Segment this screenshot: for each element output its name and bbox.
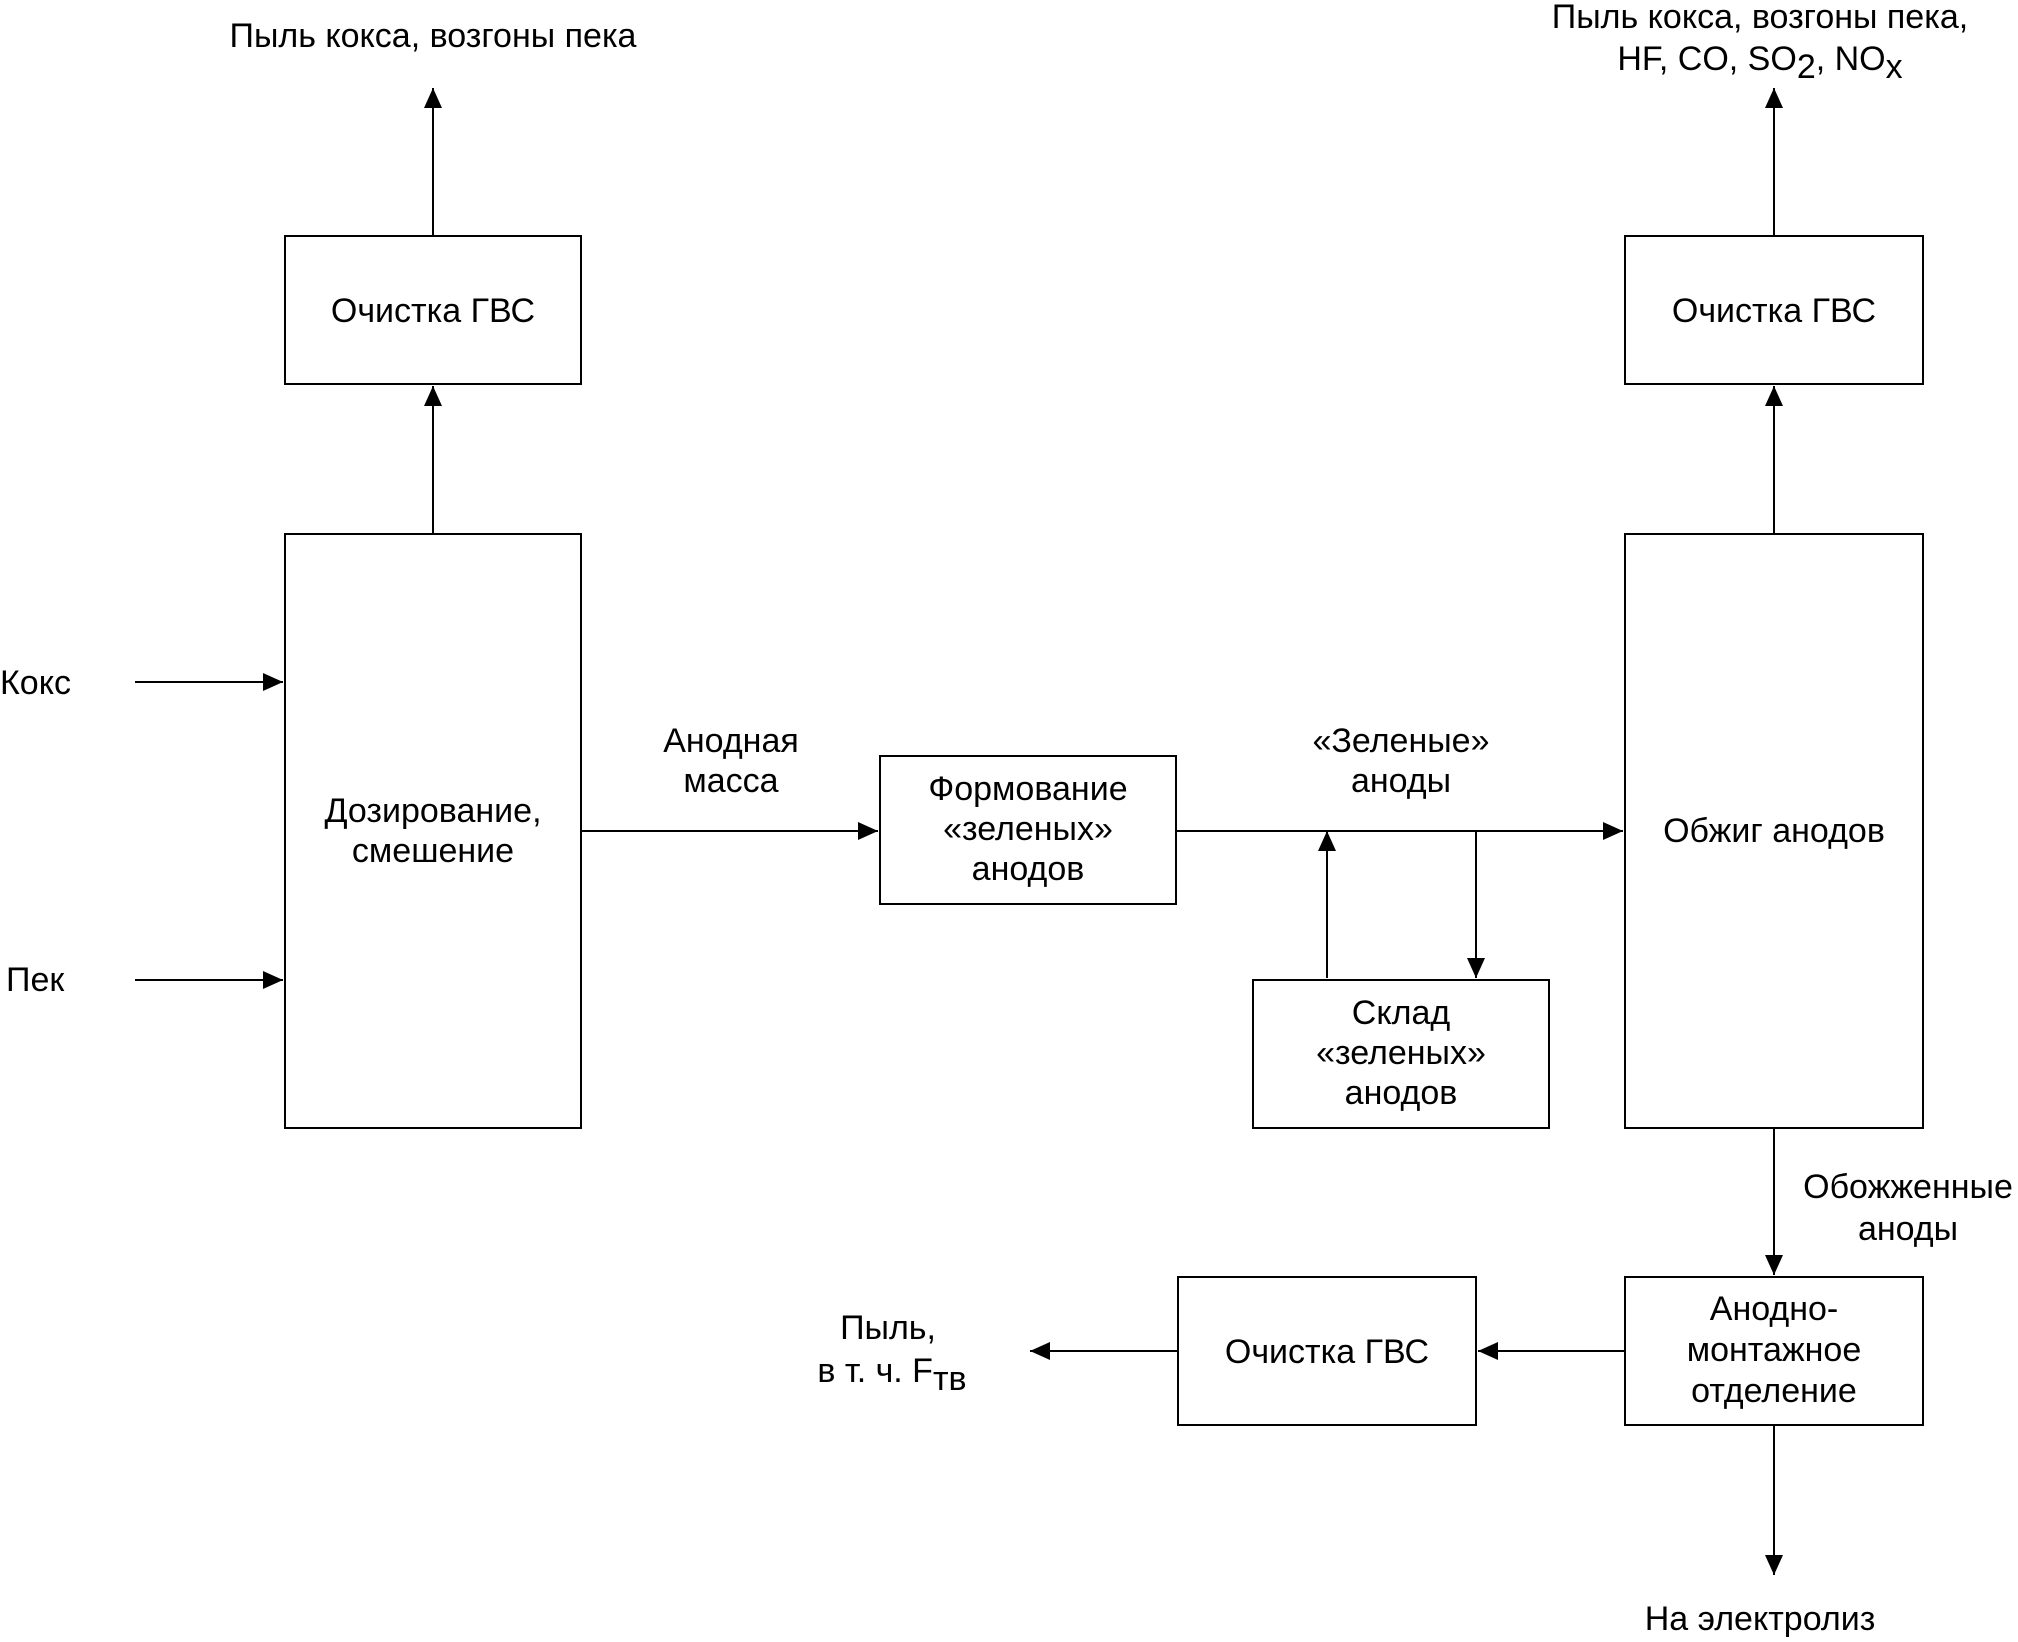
forming-label-line-1: Формование [928,770,1127,808]
gas-cleaning-box-1 [284,235,582,385]
anode-mass-label-line-1: Анодная [663,722,799,760]
green-anodes-label-line-1: «Зеленые» [1312,722,1489,760]
anode-assembly-box [1624,1276,1924,1426]
dosing-mixing-box [284,533,582,1129]
gas-cleaning-box-2 [1624,235,1924,385]
gas-cleaning-1-label: Очистка ГВС [331,292,535,330]
coke-label: Кокс [0,664,71,702]
green-anodes-label-line-2: аноды [1351,762,1451,800]
anode-mass-label-line-2: масса [683,762,778,800]
dust-label-part-1: в т. ч. F [817,1352,933,1390]
dust-label-line-2: в т. ч. Fтв [817,1352,966,1398]
warehouse-label-line-3: анодов [1345,1074,1458,1112]
assembly-label-line-1: Анодно- [1710,1290,1838,1328]
emission-2-sub-2: x [1886,48,1903,86]
assembly-label-line-3: отделение [1691,1372,1857,1410]
emission-2-part-1: HF, CO, SO [1617,40,1796,78]
pitch-label: Пек [6,961,65,999]
emission-2-part-2: , NO [1816,40,1886,78]
assembly-label-line-2: монтажное [1687,1331,1862,1369]
warehouse-label-line-1: Склад [1352,994,1451,1032]
green-anodes-warehouse-box [1252,979,1550,1129]
forming-green-anodes-box [879,755,1177,905]
forming-label-line-3: анодов [972,850,1085,888]
emission-2-sub-1: 2 [1797,48,1816,86]
dosing-label-line-2: смешение [352,832,514,870]
emission-2-label-line-2: HF, CO, SO2, NOx [1617,40,1902,86]
emission-1-label: Пыль кокса, возгоны пека [230,17,637,55]
anode-baking-box [1624,533,1924,1129]
gas-cleaning-3-label: Очистка ГВС [1225,1333,1429,1371]
to-electrolysis-label: На электролиз [1645,1600,1876,1638]
gas-cleaning-box-3 [1177,1276,1477,1426]
forming-label-line-2: «зеленых» [943,810,1113,848]
baking-label: Обжиг анодов [1663,812,1885,850]
baked-anodes-label-line-2: аноды [1858,1210,1958,1248]
baked-anodes-label-line-1: Обожженные [1803,1168,2013,1206]
dosing-label-line-1: Дозирование, [324,792,541,830]
dust-label-sub: тв [933,1360,967,1398]
warehouse-label-line-2: «зеленых» [1316,1034,1486,1072]
emission-2-label-line-1: Пыль кокса, возгоны пека, [1552,0,1968,36]
gas-cleaning-2-label: Очистка ГВС [1672,292,1876,330]
dust-label-line-1: Пыль, [840,1309,936,1347]
